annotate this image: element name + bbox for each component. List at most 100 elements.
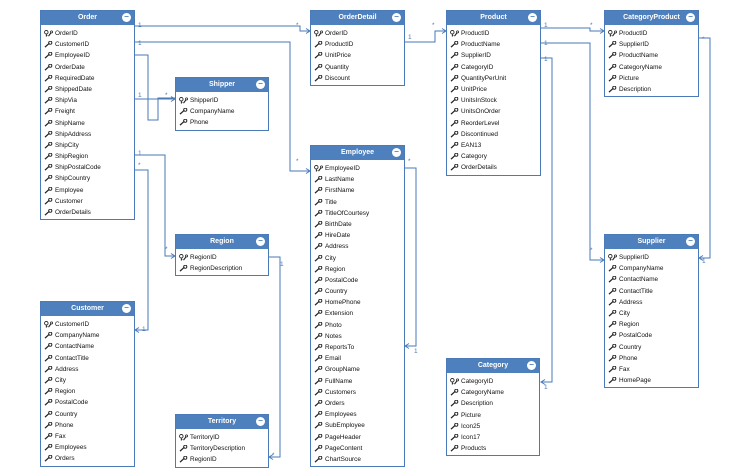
field-row[interactable]: Email: [311, 353, 404, 364]
field-row[interactable]: Notes: [311, 331, 404, 342]
field-row[interactable]: CategoryID: [447, 62, 540, 73]
field-row[interactable]: QuantityPerUnit: [447, 73, 540, 84]
field-row[interactable]: ProductID: [447, 28, 540, 39]
field-row[interactable]: ShipPostalCode: [41, 162, 134, 173]
relationship-line[interactable]: [699, 37, 711, 259]
field-row[interactable]: Customers: [311, 387, 404, 398]
field-row[interactable]: OrderDate: [41, 62, 134, 73]
field-row[interactable]: FirstName: [311, 185, 404, 196]
field-row[interactable]: ShipperID: [176, 95, 268, 106]
table-header[interactable]: Shipper−: [176, 78, 268, 92]
field-row[interactable]: EmployeeID: [311, 163, 404, 174]
field-row[interactable]: ProductName: [447, 39, 540, 50]
field-row[interactable]: CategoryName: [605, 62, 698, 73]
field-row[interactable]: RequiredDate: [41, 73, 134, 84]
field-row[interactable]: SupplierID: [605, 252, 698, 263]
field-row[interactable]: EmployeeID: [41, 50, 134, 61]
table-header[interactable]: Product−: [447, 11, 540, 25]
field-row[interactable]: CategoryName: [447, 387, 539, 398]
field-row[interactable]: ShipVia: [41, 95, 134, 106]
field-row[interactable]: City: [311, 253, 404, 264]
field-row[interactable]: ProductID: [605, 28, 698, 39]
field-row[interactable]: Employees: [311, 409, 404, 420]
collapse-icon[interactable]: −: [686, 13, 695, 22]
field-row[interactable]: Discount: [311, 73, 404, 84]
field-row[interactable]: GroupName: [311, 364, 404, 375]
collapse-icon[interactable]: −: [392, 148, 401, 157]
field-row[interactable]: CustomerID: [41, 39, 134, 50]
table-header[interactable]: Customer−: [41, 302, 134, 316]
field-row[interactable]: Address: [311, 241, 404, 252]
field-row[interactable]: ReorderLevel: [447, 118, 540, 129]
collapse-icon[interactable]: −: [256, 417, 265, 426]
field-row[interactable]: Picture: [447, 410, 539, 421]
table-header[interactable]: CategoryProduct−: [605, 11, 698, 25]
collapse-icon[interactable]: −: [122, 304, 131, 313]
field-row[interactable]: Country: [605, 342, 698, 353]
field-row[interactable]: LastName: [311, 174, 404, 185]
field-row[interactable]: EAN13: [447, 140, 540, 151]
field-row[interactable]: Description: [605, 84, 698, 95]
field-row[interactable]: FullName: [311, 376, 404, 387]
field-row[interactable]: BirthDate: [311, 219, 404, 230]
field-row[interactable]: Orders: [41, 453, 134, 464]
field-row[interactable]: ContactName: [41, 341, 134, 352]
field-row[interactable]: CompanyName: [176, 106, 268, 117]
field-row[interactable]: Region: [41, 386, 134, 397]
field-row[interactable]: SupplierID: [605, 39, 698, 50]
field-row[interactable]: Fax: [605, 364, 698, 375]
field-row[interactable]: CategoryID: [447, 376, 539, 387]
field-row[interactable]: Title: [311, 197, 404, 208]
field-row[interactable]: HireDate: [311, 230, 404, 241]
field-row[interactable]: Employees: [41, 442, 134, 453]
relationship-line[interactable]: [541, 57, 553, 383]
relationship-line[interactable]: [135, 169, 149, 331]
field-row[interactable]: SubEmployee: [311, 420, 404, 431]
field-row[interactable]: UnitPrice: [311, 50, 404, 61]
field-row[interactable]: Employee: [41, 185, 134, 196]
field-row[interactable]: Phone: [605, 353, 698, 364]
field-row[interactable]: RegionID: [176, 454, 268, 465]
field-row[interactable]: CompanyName: [605, 263, 698, 274]
field-row[interactable]: ProductName: [605, 50, 698, 61]
field-row[interactable]: PostalCode: [311, 275, 404, 286]
field-row[interactable]: Fax: [41, 431, 134, 442]
field-row[interactable]: Picture: [605, 73, 698, 84]
field-row[interactable]: Freight: [41, 106, 134, 117]
field-row[interactable]: City: [41, 375, 134, 386]
table-header[interactable]: Category−: [447, 359, 539, 373]
field-row[interactable]: RegionDescription: [176, 263, 268, 274]
collapse-icon[interactable]: −: [122, 13, 131, 22]
field-row[interactable]: Quantity: [311, 62, 404, 73]
field-row[interactable]: OrderID: [311, 28, 404, 39]
collapse-icon[interactable]: −: [686, 237, 695, 246]
field-row[interactable]: HomePhone: [311, 297, 404, 308]
field-row[interactable]: ReportsTo: [311, 342, 404, 353]
table-header[interactable]: Region−: [176, 235, 268, 249]
collapse-icon[interactable]: −: [256, 237, 265, 246]
field-row[interactable]: ContactTitle: [605, 286, 698, 297]
field-row[interactable]: ShipCountry: [41, 173, 134, 184]
field-row[interactable]: TitleOfCourtesy: [311, 208, 404, 219]
relationship-line[interactable]: [135, 54, 175, 121]
relationship-line[interactable]: [541, 27, 604, 32]
collapse-icon[interactable]: −: [256, 80, 265, 89]
field-row[interactable]: Address: [605, 297, 698, 308]
field-row[interactable]: TerritoryDescription: [176, 443, 268, 454]
field-row[interactable]: UnitsOnOrder: [447, 106, 540, 117]
field-row[interactable]: Orders: [311, 398, 404, 409]
field-row[interactable]: Photo: [311, 320, 404, 331]
table-header[interactable]: Territory−: [176, 415, 268, 429]
field-row[interactable]: Icon25: [447, 421, 539, 432]
field-row[interactable]: ChartSource: [311, 454, 404, 465]
field-row[interactable]: TerritoryID: [176, 432, 268, 443]
field-row[interactable]: Discontinued: [447, 129, 540, 140]
field-row[interactable]: PageHeader: [311, 432, 404, 443]
